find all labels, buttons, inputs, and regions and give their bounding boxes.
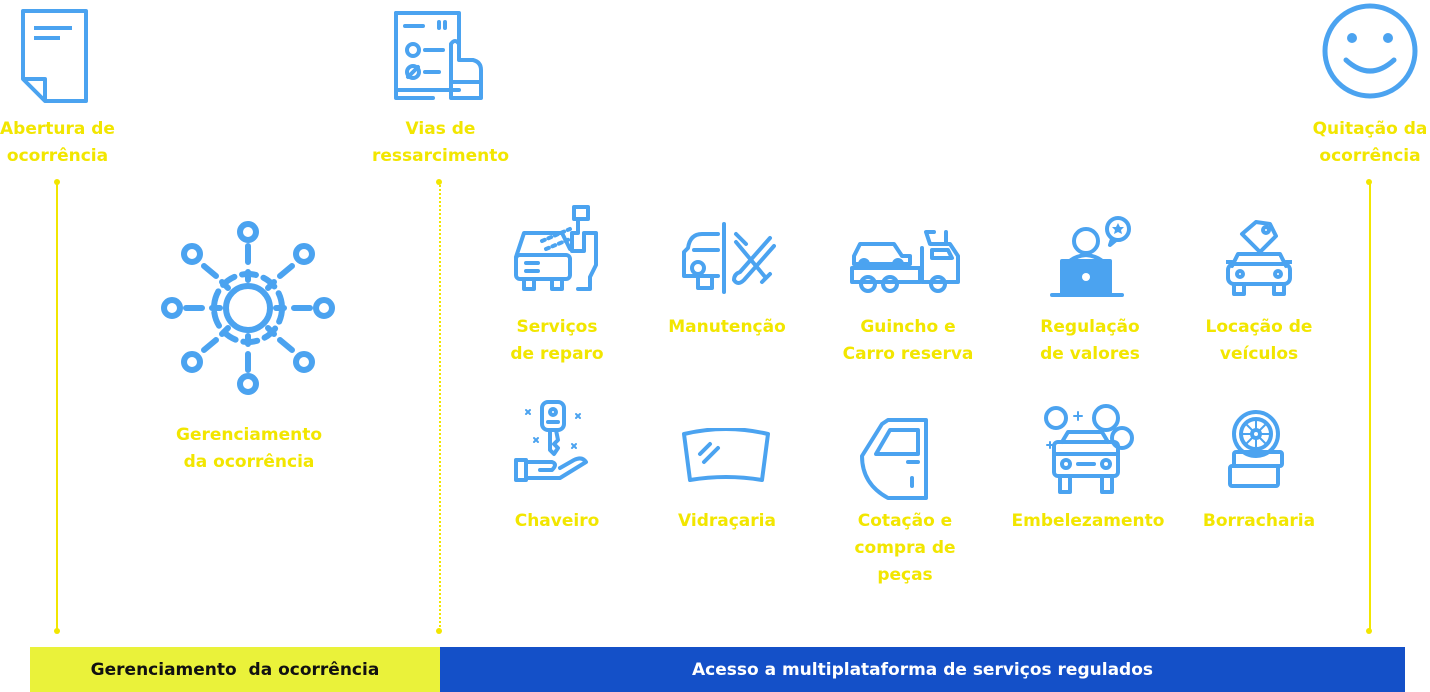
spray-gun-car-icon (512, 205, 602, 293)
timeline-line-closing (1369, 182, 1371, 631)
tire-icon (1228, 410, 1284, 490)
service-tow-label: Guincho e Carro reserva (842, 317, 974, 364)
smiley-icon (1320, 2, 1420, 100)
car-tools-icon (680, 222, 776, 294)
management-label: Gerenciamento da ocorrência (175, 425, 323, 472)
timeline-dot-closing-bottom (1366, 628, 1372, 634)
service-rental-label: Locação de veículos (1205, 317, 1313, 364)
milestone-closing-label: Quitação da ocorrência (1312, 119, 1428, 166)
tow-truck-icon (850, 228, 962, 294)
timeline-line-opening (56, 182, 58, 631)
timeline-dot-opening-top (54, 179, 60, 185)
service-detailing-label: Embelezamento (1011, 511, 1165, 531)
service-valuation-label: Regulação de valores (1040, 317, 1140, 364)
car-rental-tag-icon (1226, 220, 1292, 298)
service-tire-label: Borracharia (1202, 511, 1316, 531)
service-repair-label: Serviços de reparo (510, 317, 604, 364)
form-checklist-icon (393, 10, 485, 102)
milestone-opening-label: Abertura de ocorrência (0, 119, 115, 166)
service-glass-label: Vidraçaria (678, 511, 776, 531)
car-wash-icon (1040, 404, 1136, 496)
timeline-dot-opening-bottom (54, 628, 60, 634)
windshield-icon (680, 428, 772, 486)
management-bar: Gerenciamento da ocorrência (30, 647, 440, 692)
management-bar-label: Gerenciamento da ocorrência (90, 659, 380, 680)
timeline-dot-channels-top (436, 179, 442, 185)
services-bar: Acesso a multiplataforma de serviços reg… (440, 647, 1405, 692)
document-icon (20, 8, 90, 104)
services-bar-label: Acesso a multiplataforma de serviços reg… (691, 659, 1154, 680)
timeline-dot-closing-top (1366, 179, 1372, 185)
timeline-dot-channels-bottom (436, 628, 442, 634)
key-hand-icon (512, 400, 592, 486)
service-maintenance-label: Manutenção (668, 317, 786, 337)
timeline-line-channels (439, 182, 441, 631)
milestone-channels-label: Vias de ressarcimento (371, 119, 510, 166)
adjuster-laptop-icon (1050, 215, 1134, 299)
car-door-icon (858, 418, 930, 502)
service-locksmith-label: Chaveiro (514, 511, 600, 531)
gear-network-icon (160, 220, 336, 396)
service-parts-label: Cotação e compra de peças (854, 511, 956, 585)
